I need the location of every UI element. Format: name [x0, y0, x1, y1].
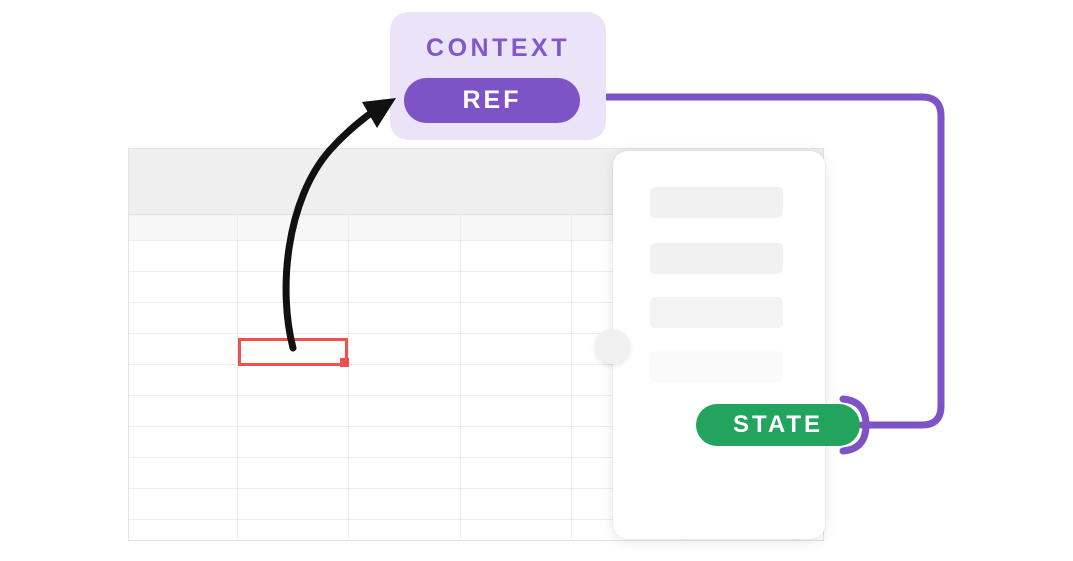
- table-row[interactable]: [129, 458, 823, 489]
- table-row[interactable]: [129, 272, 823, 303]
- skeleton-bar: [650, 351, 783, 382]
- table-row[interactable]: [129, 396, 823, 427]
- state-badge[interactable]: STATE: [696, 404, 860, 446]
- overlay-panel[interactable]: [613, 151, 825, 539]
- column-divider: [571, 215, 572, 540]
- context-card[interactable]: CONTEXT REF: [390, 12, 606, 140]
- table-row[interactable]: [129, 303, 823, 334]
- table-row[interactable]: [129, 489, 823, 520]
- ref-badge[interactable]: REF: [404, 78, 580, 123]
- skeleton-bar: [650, 187, 783, 218]
- column-divider: [237, 215, 238, 540]
- skeleton-bar: [650, 243, 783, 274]
- table-row[interactable]: [129, 365, 823, 396]
- fill-handle[interactable]: [340, 358, 349, 367]
- table-row[interactable]: [129, 334, 823, 365]
- panel-drag-handle[interactable]: [595, 329, 630, 364]
- table-row[interactable]: [129, 427, 823, 458]
- skeleton-bar: [650, 297, 783, 328]
- column-divider: [460, 215, 461, 540]
- selected-cell-outline[interactable]: [238, 338, 349, 367]
- column-divider: [348, 215, 349, 540]
- context-title: CONTEXT: [426, 34, 570, 62]
- table-row[interactable]: [129, 241, 823, 272]
